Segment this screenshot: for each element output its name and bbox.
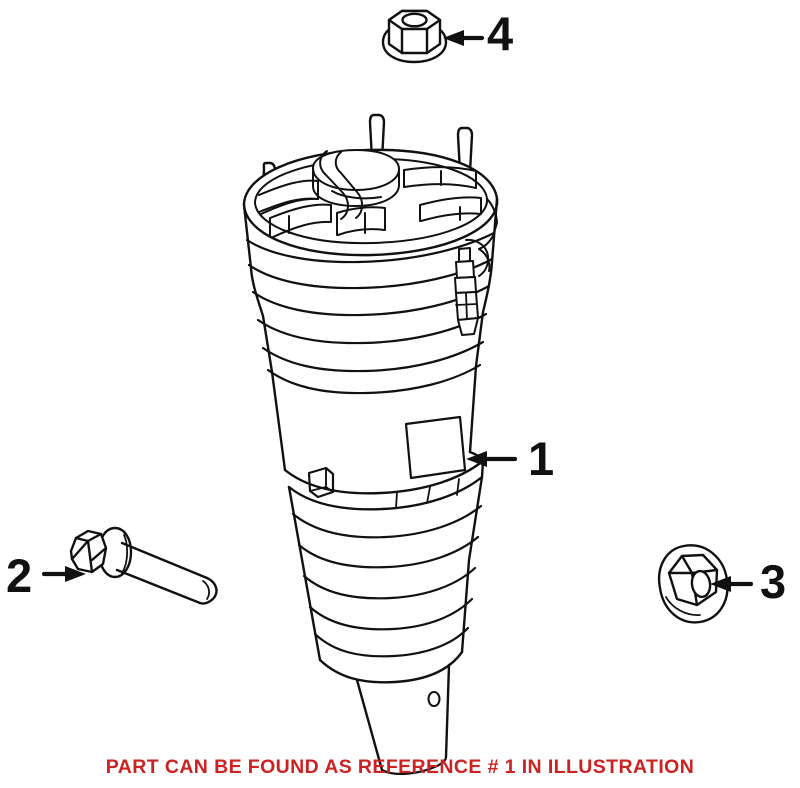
- callout-number-4: 4: [487, 7, 514, 60]
- strut-bottom-stem: [355, 663, 451, 776]
- part-1-air-suspension-strut: [242, 113, 499, 776]
- callout-arrows: [41, 30, 754, 592]
- part-3-flange-nut: [657, 544, 729, 624]
- strut-air-valve-fitting: [454, 247, 479, 336]
- callout-number-1: 1: [528, 432, 555, 485]
- reference-caption: PART CAN BE FOUND AS REFERENCE # 1 IN IL…: [105, 756, 695, 778]
- part-4-flange-nut: [381, 9, 448, 64]
- strut-lower-boot: [287, 475, 484, 684]
- callout-number-3: 3: [760, 555, 787, 608]
- part-2-flange-bolt: [69, 526, 218, 605]
- callout-number-2: 2: [6, 549, 33, 602]
- strut-air-spring-bellows-upper: [242, 197, 499, 395]
- strut-top-bracket-webs: [258, 149, 482, 238]
